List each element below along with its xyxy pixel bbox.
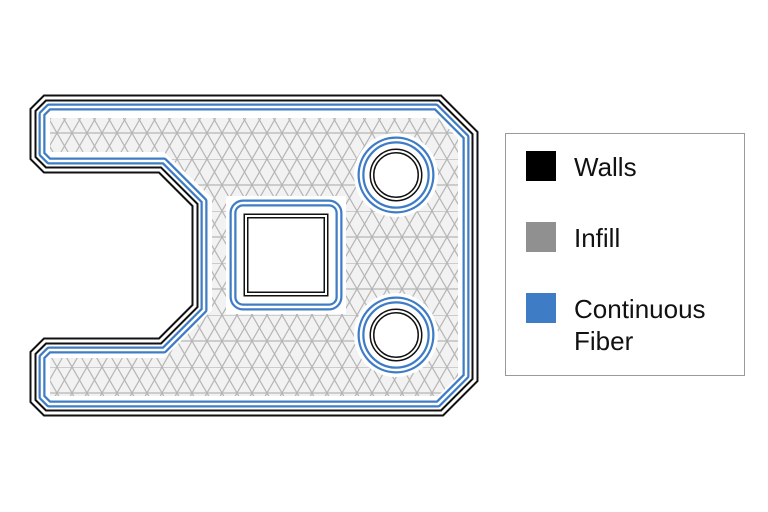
- legend-item-fiber: Continuous Fiber: [526, 293, 734, 357]
- legend: Walls Infill Continuous Fiber: [505, 133, 745, 376]
- infill-swatch: [526, 222, 556, 252]
- fiber-outer-loop: [38, 103, 470, 408]
- legend-label: Walls: [574, 152, 637, 182]
- round-hole-top: [357, 136, 435, 214]
- fiber-swatch: [526, 293, 556, 323]
- walls-swatch: [526, 151, 556, 181]
- legend-item-infill: Infill: [526, 222, 620, 254]
- legend-label: Continuous Fiber: [574, 294, 706, 356]
- square-hole: [229, 199, 343, 311]
- round-hole-bottom: [357, 296, 435, 374]
- outer-walls: [29, 94, 479, 417]
- legend-label: Infill: [574, 223, 621, 253]
- legend-item-walls: Walls: [526, 151, 637, 183]
